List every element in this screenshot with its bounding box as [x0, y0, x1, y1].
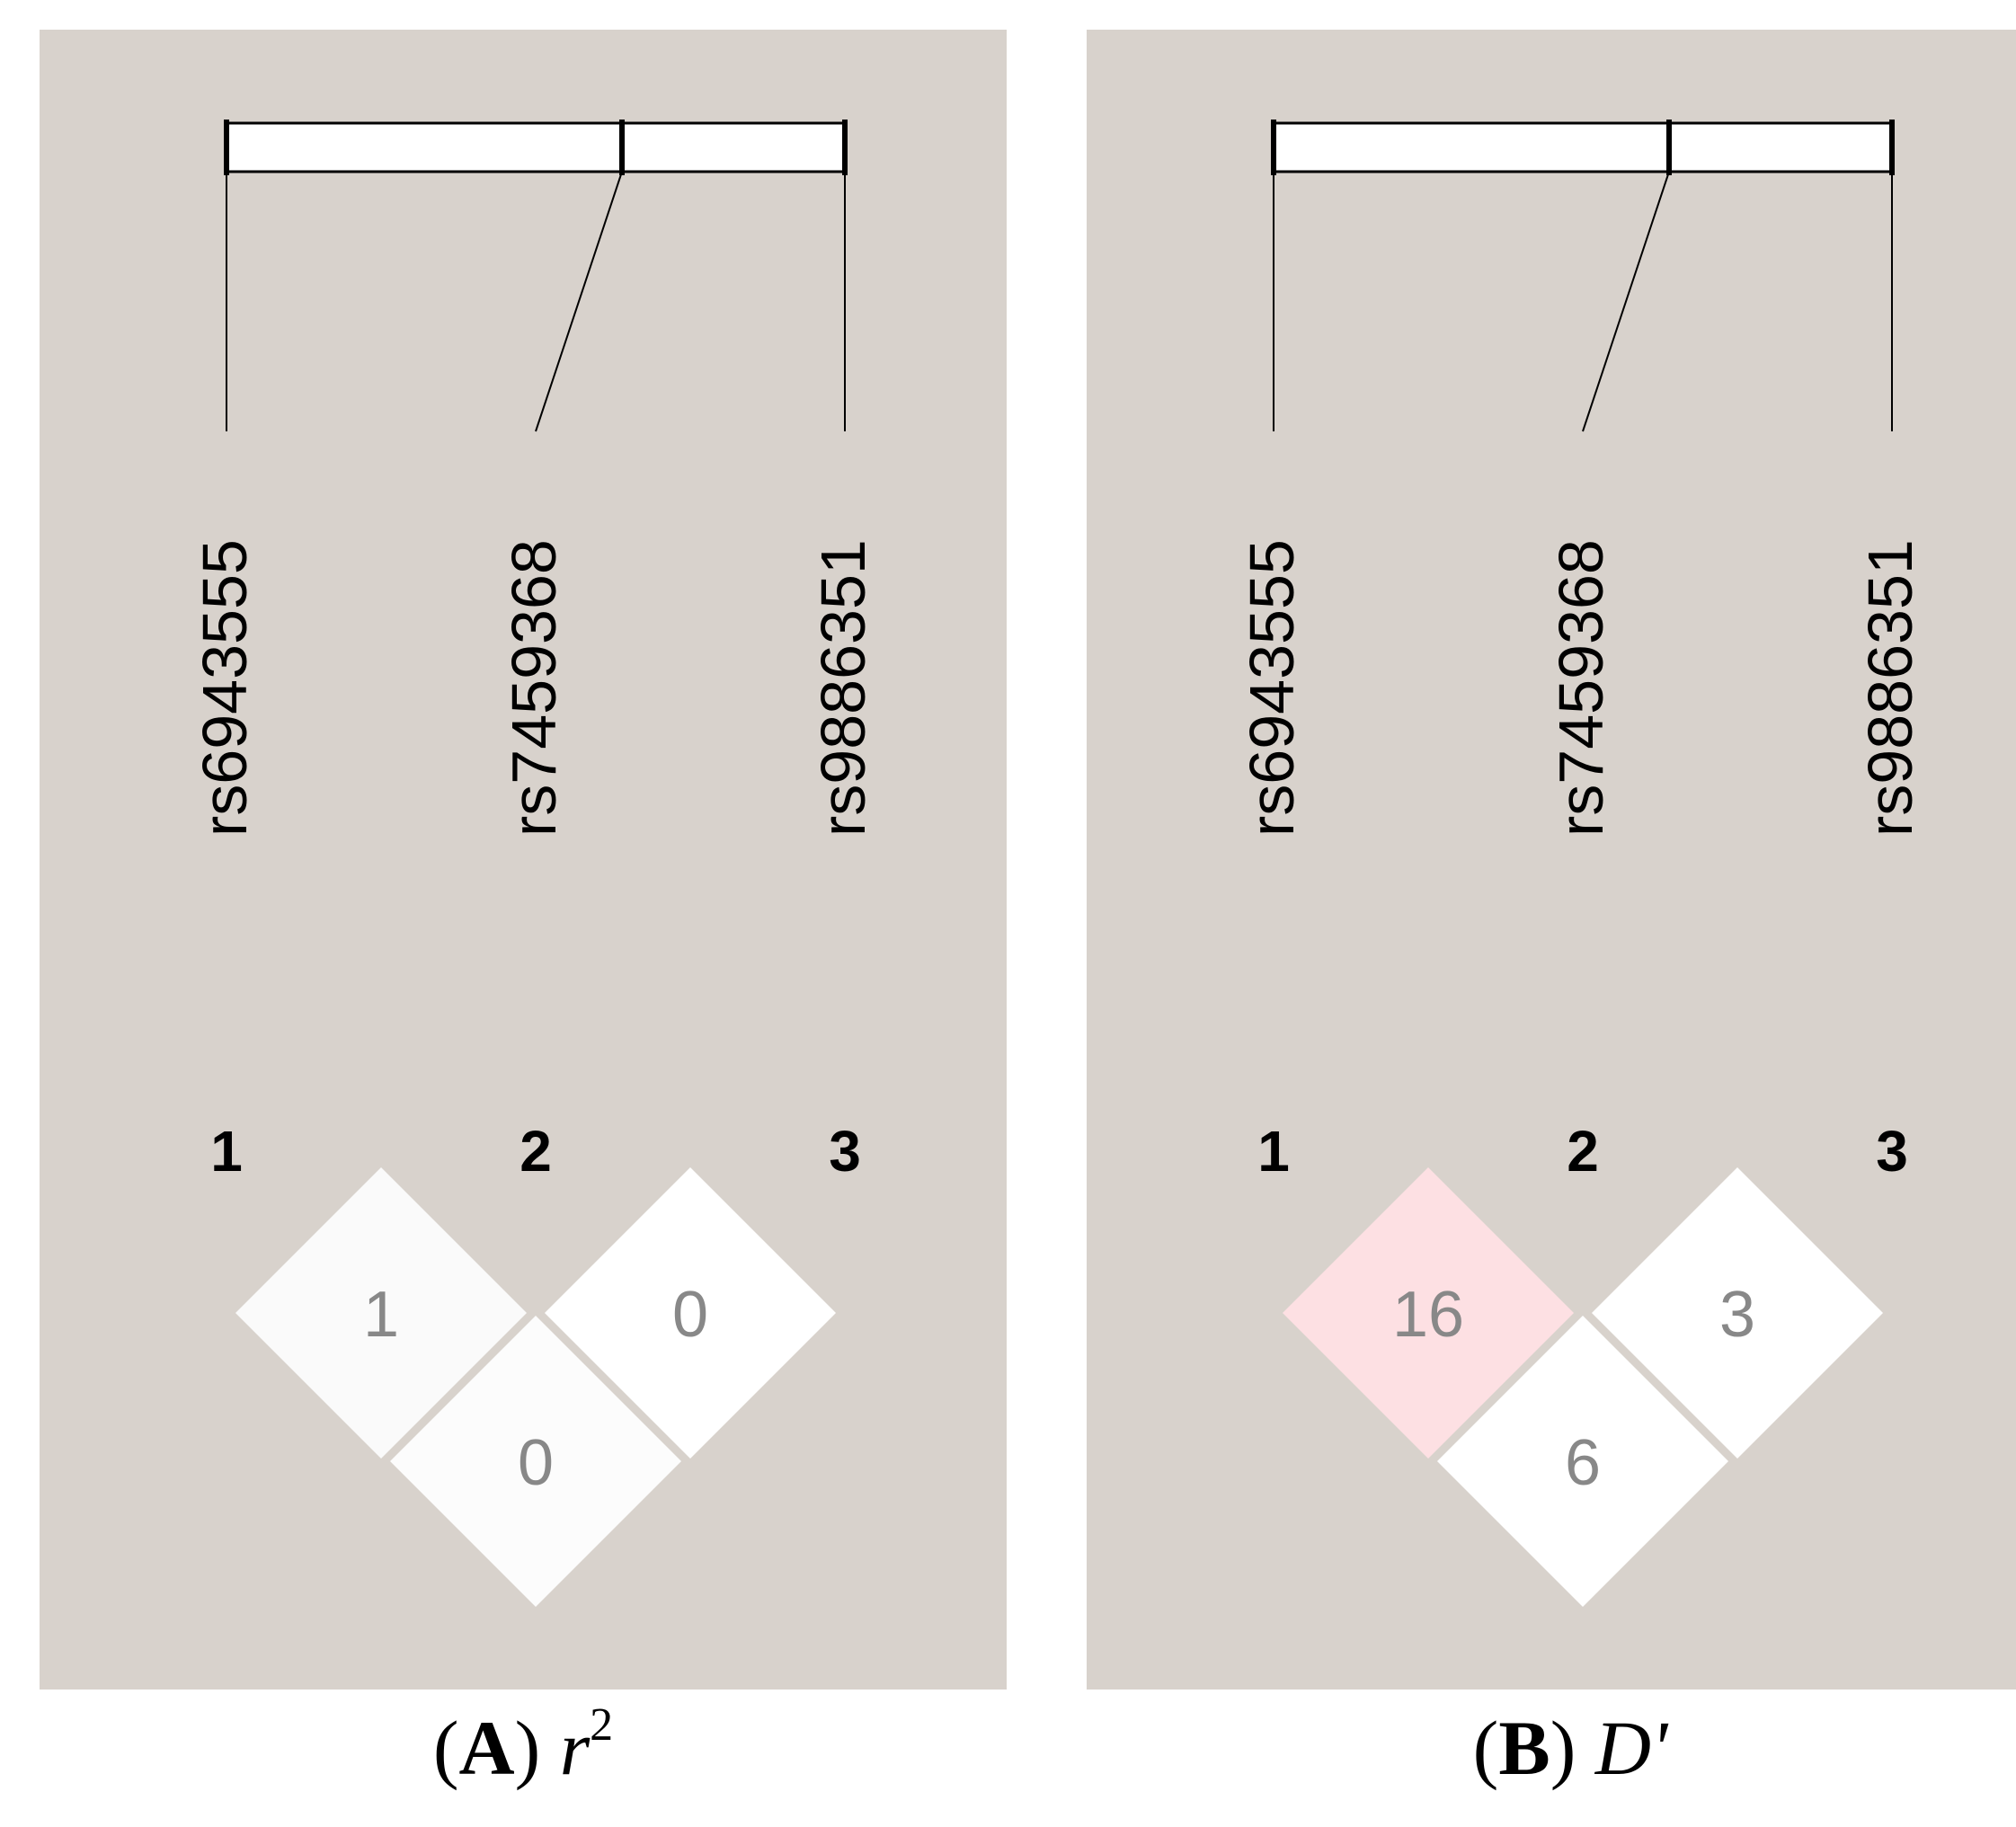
- caption-variable: D': [1594, 1705, 1668, 1791]
- snp-label: rs7459368: [1546, 539, 1616, 837]
- caption-variable: r: [559, 1705, 591, 1791]
- connector-line: [535, 171, 623, 432]
- position-bar: [225, 121, 847, 173]
- caption-superscript: 2: [590, 1699, 614, 1751]
- marker-number: 3: [1876, 1119, 1908, 1184]
- caption-dprime: (B) D': [1472, 1705, 1668, 1791]
- connector-line: [1582, 171, 1670, 432]
- caption-r2: (A) r2: [432, 1699, 614, 1791]
- snp-label: rs9886351: [808, 539, 878, 837]
- snp-label: rs9886351: [1855, 539, 1925, 837]
- snp-label: rs6943555: [190, 539, 260, 837]
- ld-cell: [545, 1167, 836, 1459]
- caption-letter: B: [1498, 1705, 1550, 1791]
- ld-cell: [1592, 1167, 1883, 1459]
- ld-panel-r2: rs6943555 rs7459368 rs9886351 1 2 3 1 0 0: [40, 30, 1007, 1690]
- ld-value: 6: [1565, 1427, 1601, 1499]
- marker-number: 2: [520, 1119, 552, 1184]
- ld-value: 0: [672, 1279, 708, 1351]
- ld-cell: [1283, 1167, 1574, 1459]
- ld-cell: [390, 1316, 681, 1607]
- marker-number: 2: [1567, 1119, 1599, 1184]
- marker-number: 1: [210, 1119, 243, 1184]
- ld-value: 1: [363, 1279, 399, 1351]
- ld-plot-dprime: rs6943555 rs7459368 rs9886351 1 2 3 16 3 6: [1237, 120, 1925, 1607]
- ld-panel-dprime: rs6943555 rs7459368 rs9886351 1 2 3 16 3 6: [1087, 30, 2016, 1690]
- caption-letter: A: [458, 1705, 515, 1791]
- marker-number: 1: [1257, 1119, 1290, 1184]
- position-bar: [1272, 121, 1894, 173]
- marker-number: 3: [829, 1119, 861, 1184]
- ld-value: 0: [518, 1427, 554, 1499]
- ld-cell: [1437, 1316, 1728, 1607]
- ld-cell: [235, 1167, 527, 1459]
- ld-value: 3: [1719, 1279, 1755, 1351]
- snp-label: rs6943555: [1237, 539, 1307, 837]
- ld-plot-r2: rs6943555 rs7459368 rs9886351 1 2 3 1 0 0: [190, 120, 878, 1607]
- ld-value: 16: [1392, 1279, 1464, 1351]
- snp-label: rs7459368: [499, 539, 569, 837]
